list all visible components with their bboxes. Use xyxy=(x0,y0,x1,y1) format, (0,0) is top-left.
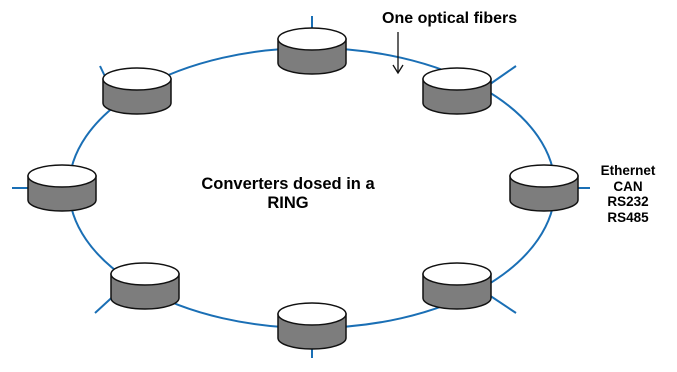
converters-group xyxy=(27,27,579,350)
converter-right xyxy=(509,164,579,212)
converter-bottom-left xyxy=(110,262,180,310)
converter-bottom-right-top xyxy=(422,262,492,286)
converter-bottom-left-top xyxy=(110,262,180,286)
converter-top-top xyxy=(277,27,347,51)
converter-bottom xyxy=(277,302,347,350)
interface-ethernet: Ethernet xyxy=(600,163,656,178)
converter-top-right-top xyxy=(422,67,492,91)
fiber-label: One optical fibers xyxy=(382,10,518,27)
converter-bottom-top xyxy=(277,302,347,326)
center-label-line2: RING xyxy=(267,193,309,212)
converter-top-left-top xyxy=(102,67,172,91)
center-label: Converters dosed in a RING xyxy=(178,175,398,213)
interface-list: Ethernet CAN RS232 RS485 xyxy=(588,163,668,225)
converter-bottom-right xyxy=(422,262,492,310)
interface-can: CAN xyxy=(613,178,643,194)
center-label-line1: Converters dosed in a xyxy=(201,175,375,193)
interface-rs485: RS485 xyxy=(607,209,649,225)
converter-right-top xyxy=(509,164,579,188)
converter-left-top xyxy=(27,164,97,188)
converter-top-left xyxy=(102,67,172,115)
converter-left xyxy=(27,164,97,212)
interface-rs232: RS232 xyxy=(607,194,649,210)
converter-top-right xyxy=(422,67,492,115)
converter-top xyxy=(277,27,347,75)
fiber-pointer-arrow xyxy=(392,32,404,75)
